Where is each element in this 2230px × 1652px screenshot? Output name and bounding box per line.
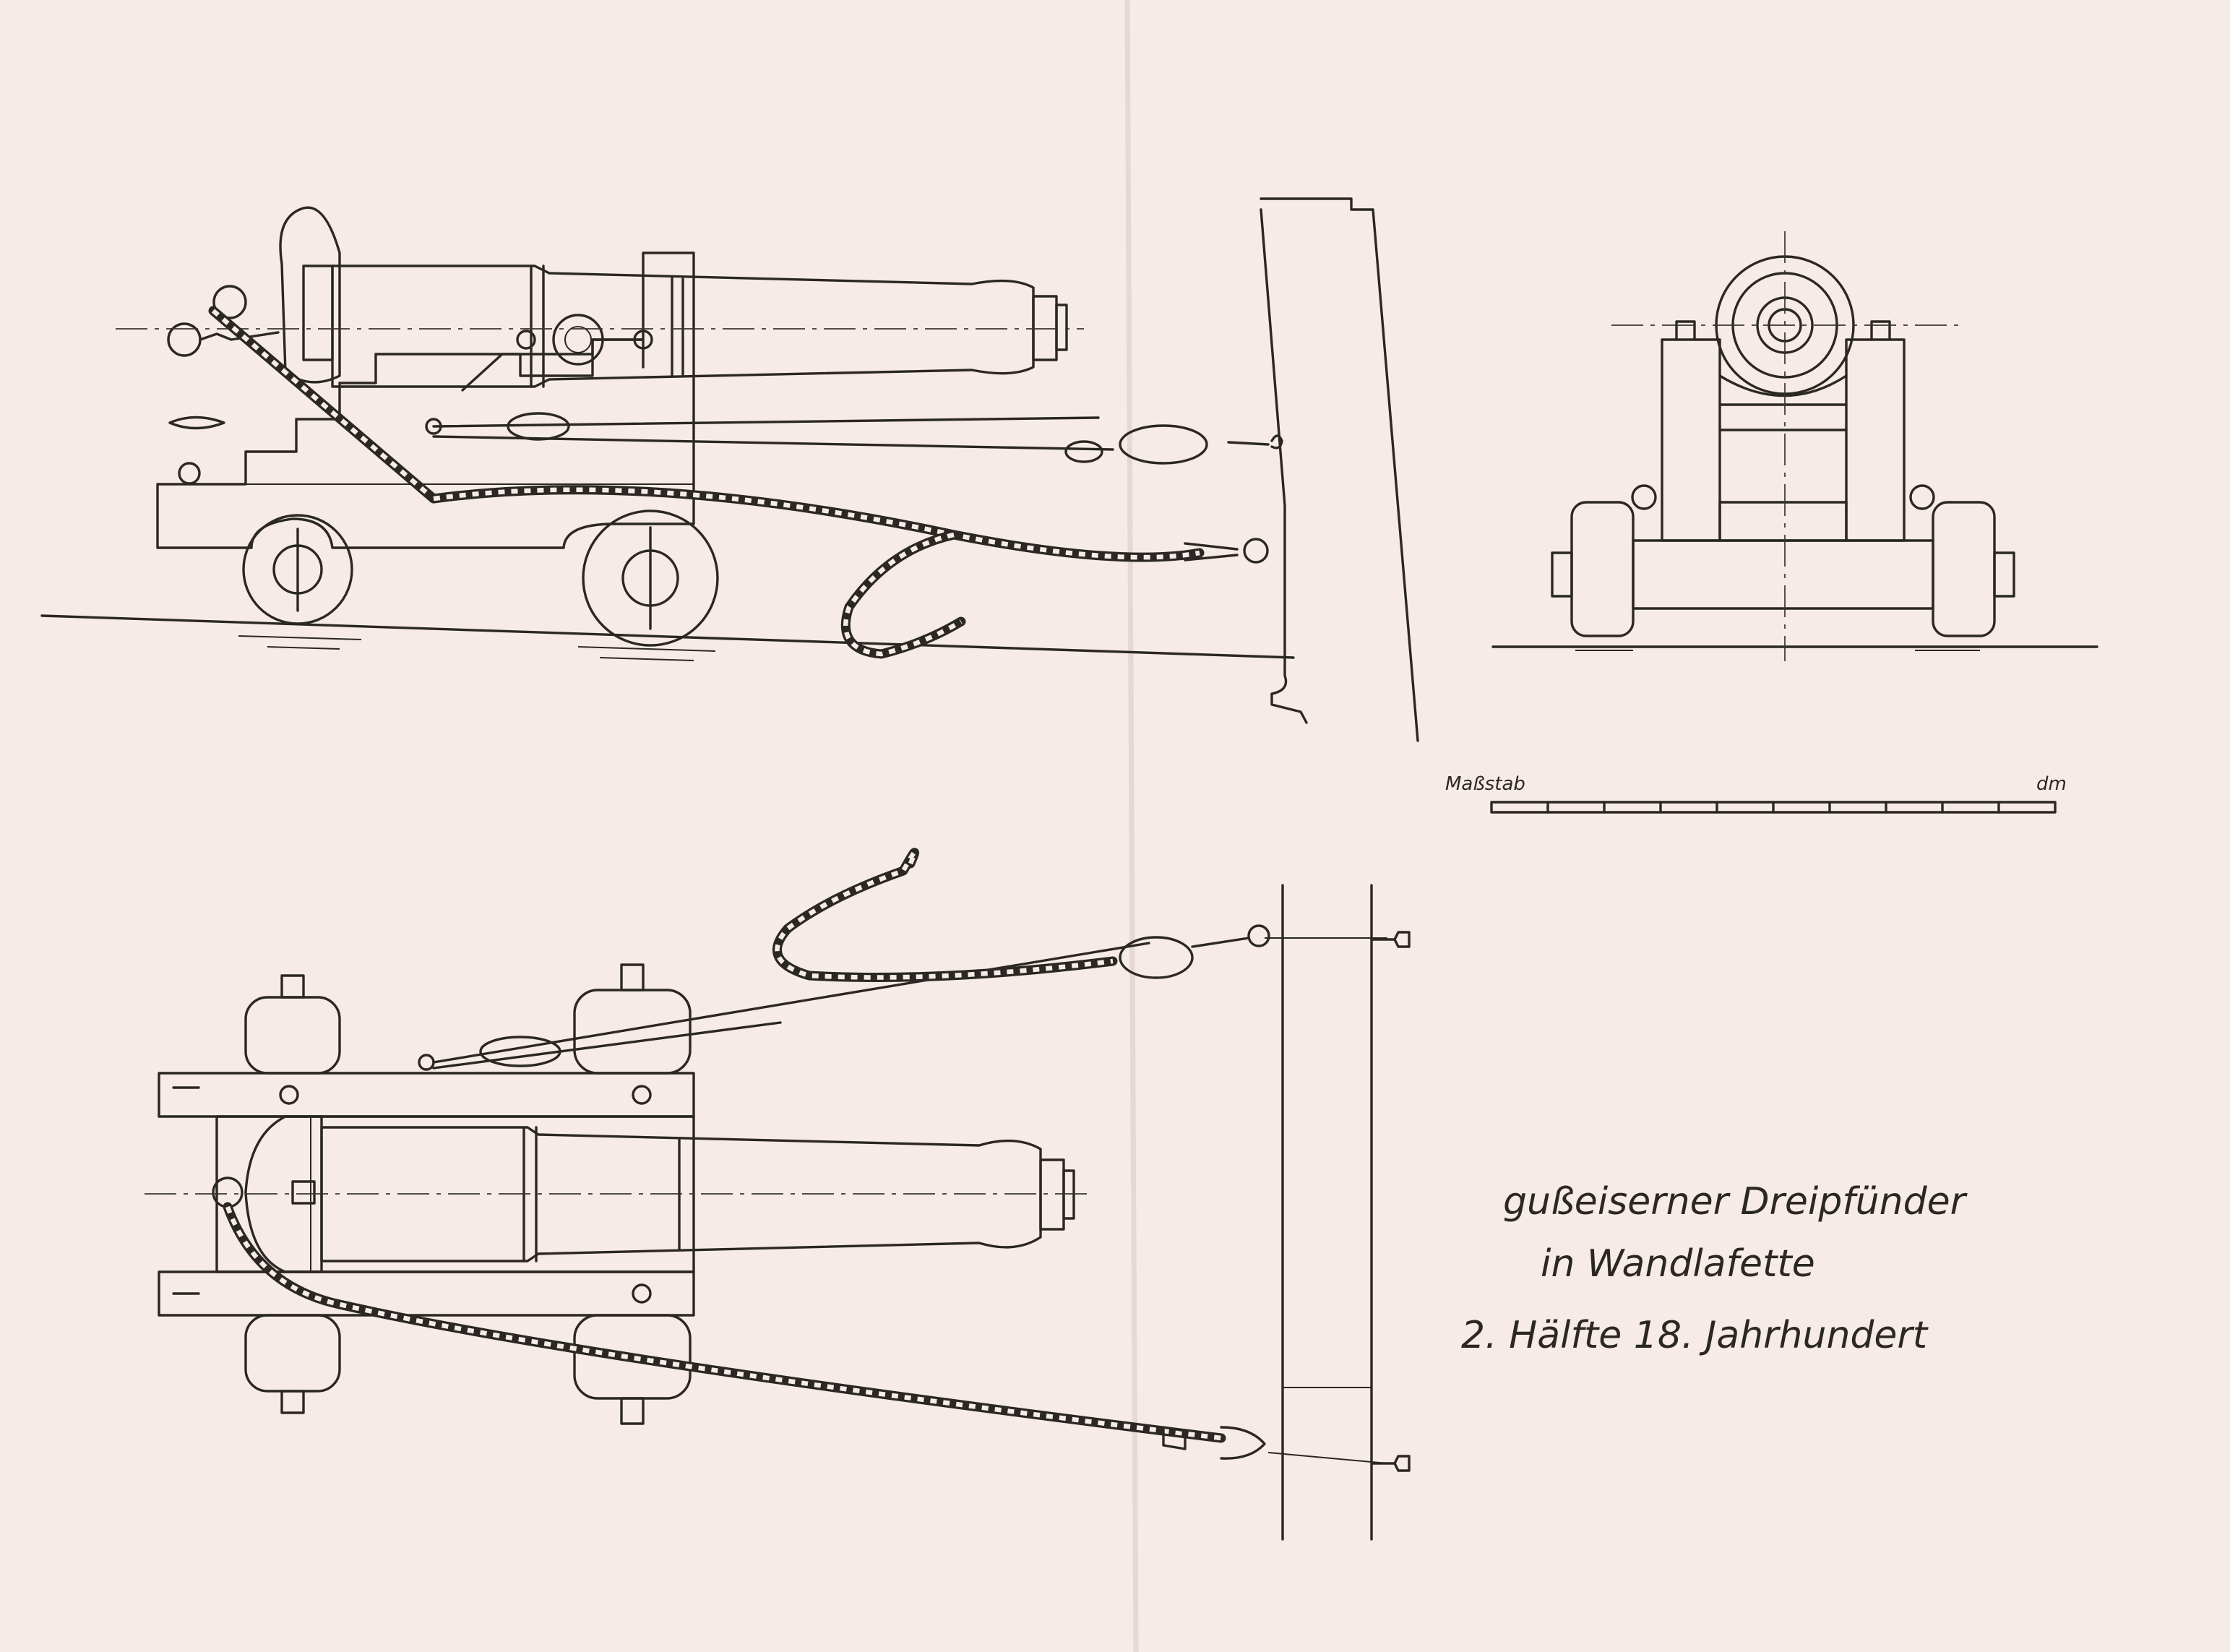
ground-hatching bbox=[238, 635, 716, 661]
title-line-3: 2. Hälfte 18. Jahrhundert bbox=[1461, 1314, 1928, 1357]
rope-seizing bbox=[1184, 542, 1239, 562]
plan-hook-line bbox=[1191, 937, 1250, 948]
scale-unit: dm bbox=[2036, 773, 2067, 795]
title-line-2: in Wandlafette bbox=[1541, 1242, 1815, 1286]
breech-ring bbox=[302, 264, 334, 361]
carriage-step bbox=[461, 338, 645, 392]
capsquares bbox=[1675, 320, 1891, 341]
tackle-block-hook bbox=[1064, 440, 1103, 463]
plan-rear-axletree bbox=[158, 1270, 695, 1317]
barrel-body bbox=[331, 264, 1035, 388]
front-axletree bbox=[1632, 539, 1934, 610]
ship-side-wall bbox=[1260, 197, 1419, 742]
plan-ringbolt-lower bbox=[1370, 1455, 1411, 1472]
barrel-muzzle bbox=[1032, 295, 1058, 361]
plan-muzzle-lip bbox=[1062, 1169, 1075, 1220]
right-cheek bbox=[1845, 338, 1906, 542]
plan-breech bbox=[244, 1115, 323, 1273]
barrel-base-curve bbox=[1718, 374, 1848, 397]
transom bbox=[1718, 501, 1848, 542]
front-elevation-view bbox=[1491, 231, 2098, 661]
plan-bolt-2 bbox=[632, 1085, 652, 1105]
plan-wheels bbox=[172, 963, 692, 1425]
plan-front-hub-top bbox=[620, 963, 645, 991]
front-right-wheel bbox=[1932, 501, 1996, 637]
plan-breeching-eye bbox=[291, 1180, 316, 1205]
paper-fold bbox=[1124, 0, 1139, 1652]
plan-front-wheel-top bbox=[573, 989, 692, 1075]
quoin-handle bbox=[168, 416, 225, 430]
side-barrel bbox=[167, 206, 1068, 485]
barrel-breech bbox=[279, 206, 341, 384]
left-cheek bbox=[1661, 338, 1721, 542]
plan-front-hub-bottom bbox=[620, 1397, 645, 1425]
capsquare-bolt bbox=[516, 330, 536, 350]
right-hub bbox=[1993, 551, 2015, 598]
ship-side-inner bbox=[1260, 208, 1308, 724]
scale-bar bbox=[1490, 801, 2057, 814]
title-line-1: gußeiserner Dreipfünder bbox=[1503, 1180, 1966, 1223]
plan-front-axletree bbox=[158, 1072, 695, 1118]
trunnion-center bbox=[564, 326, 592, 353]
scale-ticks bbox=[1546, 801, 2000, 814]
eyebolt-rear bbox=[178, 462, 201, 485]
cascabel-neck bbox=[199, 331, 280, 341]
left-eyebolt bbox=[1631, 484, 1657, 510]
trunnion bbox=[552, 314, 604, 366]
gun-carriage-cheek bbox=[156, 251, 695, 549]
plan-ringbolt-upper bbox=[1370, 931, 1411, 948]
plan-ship-hook bbox=[1247, 924, 1270, 947]
front-truck-wheel bbox=[582, 509, 719, 647]
plan-tackle-block bbox=[479, 1036, 561, 1067]
plan-bolt-3 bbox=[632, 1283, 652, 1304]
tackle-block-rear bbox=[507, 412, 570, 441]
tackle-block-front bbox=[1119, 424, 1208, 465]
deck-line bbox=[40, 614, 1295, 659]
breeching-eye bbox=[212, 285, 247, 319]
front-left-wheel bbox=[1570, 501, 1635, 637]
plan-barrel-body bbox=[320, 1126, 1042, 1262]
muzzle-lip bbox=[1055, 304, 1068, 351]
left-hub bbox=[1551, 551, 1573, 598]
plan-axle-pins bbox=[172, 1086, 200, 1295]
plan-tackle-fall bbox=[432, 942, 1150, 1064]
plan-view bbox=[145, 848, 1411, 1541]
bed-bolster bbox=[1718, 403, 1848, 431]
side-wheels bbox=[238, 509, 719, 661]
side-ropes bbox=[208, 306, 1283, 659]
plan-ropes bbox=[223, 848, 1388, 1464]
plan-breeching-rope bbox=[223, 1202, 1226, 1443]
scale-label: Maßstab bbox=[1445, 773, 1525, 795]
plan-rear-hub-top bbox=[280, 974, 305, 999]
plan-rear-hub-bottom bbox=[280, 1390, 305, 1414]
plan-rope-seizing bbox=[1162, 1426, 1187, 1450]
plan-muzzle bbox=[1039, 1158, 1065, 1231]
plan-rear-wheel-top bbox=[244, 996, 341, 1075]
capsquare-bolt-2 bbox=[633, 330, 653, 350]
plan-bolt-line-lower bbox=[1267, 1452, 1388, 1464]
side-elevation-view bbox=[40, 197, 1419, 742]
plan-bolt-1 bbox=[279, 1085, 299, 1105]
plan-rope-eye bbox=[1220, 1426, 1266, 1460]
plan-tackle-hook bbox=[418, 1054, 435, 1071]
rear-truck-wheel bbox=[242, 514, 353, 625]
tackle-fall-upper bbox=[432, 416, 1100, 428]
plan-side-tackle-block bbox=[1119, 936, 1194, 979]
ship-side-hook bbox=[1227, 434, 1283, 449]
right-eyebolt bbox=[1909, 484, 1935, 510]
plan-rear-wheel-bottom bbox=[244, 1314, 341, 1393]
ring-bolt bbox=[1243, 538, 1269, 564]
